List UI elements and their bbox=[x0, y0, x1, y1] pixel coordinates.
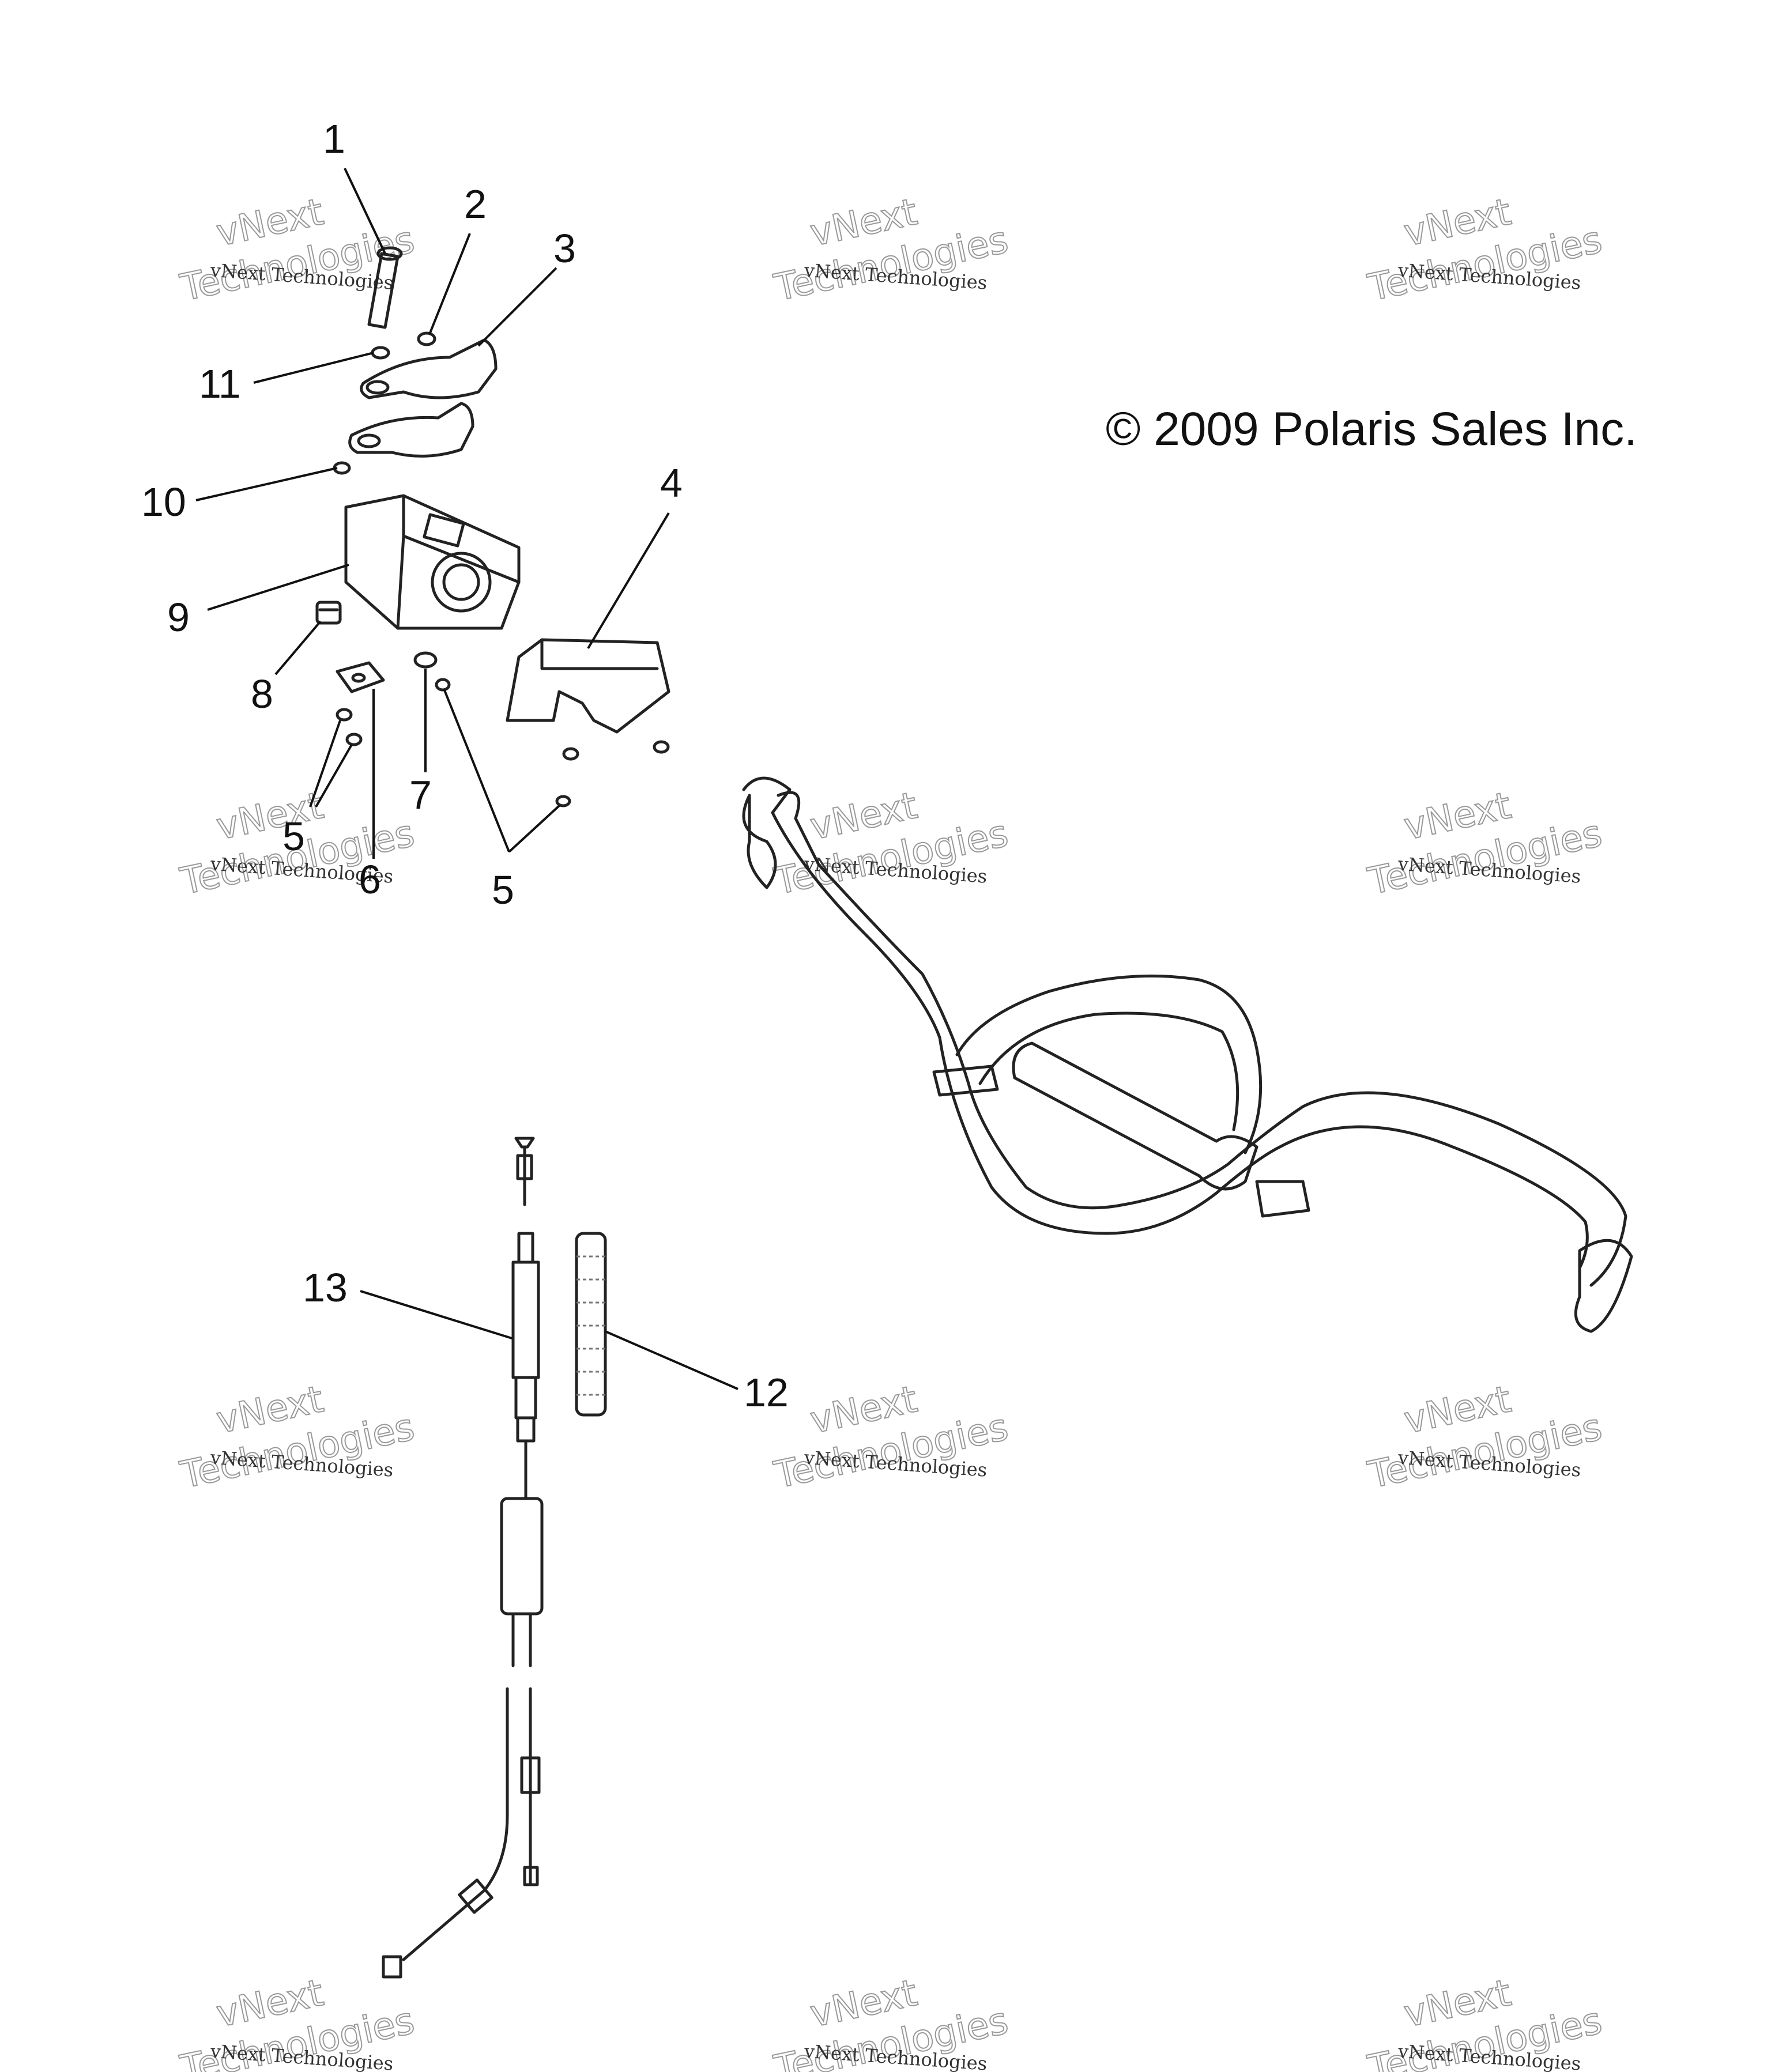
throttle-cover-part bbox=[506, 638, 670, 734]
o-ring-part bbox=[413, 651, 438, 669]
callout-8: 8 bbox=[251, 671, 273, 716]
callout-2: 2 bbox=[464, 182, 487, 227]
callout-1: 1 bbox=[323, 116, 345, 161]
callout-3: 3 bbox=[553, 226, 576, 271]
copyright-text: © 2009 Polaris Sales Inc. bbox=[1106, 403, 1637, 455]
leader-lines bbox=[195, 168, 738, 1390]
nut-part bbox=[417, 331, 436, 346]
callout-7: 7 bbox=[409, 772, 432, 817]
handlebar-part bbox=[742, 776, 1633, 1333]
throttle-housing-part bbox=[344, 494, 521, 630]
callout-12: 12 bbox=[744, 1370, 789, 1415]
plug-part bbox=[315, 601, 342, 625]
callout-6: 6 bbox=[359, 857, 381, 902]
callout-4: 4 bbox=[660, 461, 683, 505]
throttle-cable-part bbox=[382, 1137, 544, 1979]
callout-5-right: 5 bbox=[492, 867, 514, 912]
callout-9: 9 bbox=[167, 595, 190, 640]
washer-part-upper bbox=[371, 346, 390, 360]
callouts: 1 2 3 4 5 5 6 7 8 9 10 11 12 13 bbox=[141, 116, 789, 1415]
callout-11: 11 bbox=[199, 361, 241, 406]
callout-10: 10 bbox=[141, 480, 186, 524]
callout-13: 13 bbox=[303, 1265, 348, 1310]
clamp-bracket-part bbox=[348, 338, 498, 458]
grip-sleeve-part bbox=[575, 1232, 607, 1417]
cover-plate-part bbox=[336, 661, 385, 693]
bolt-part bbox=[367, 246, 403, 329]
screw-parts bbox=[336, 678, 670, 807]
callout-5-left: 5 bbox=[282, 814, 305, 859]
